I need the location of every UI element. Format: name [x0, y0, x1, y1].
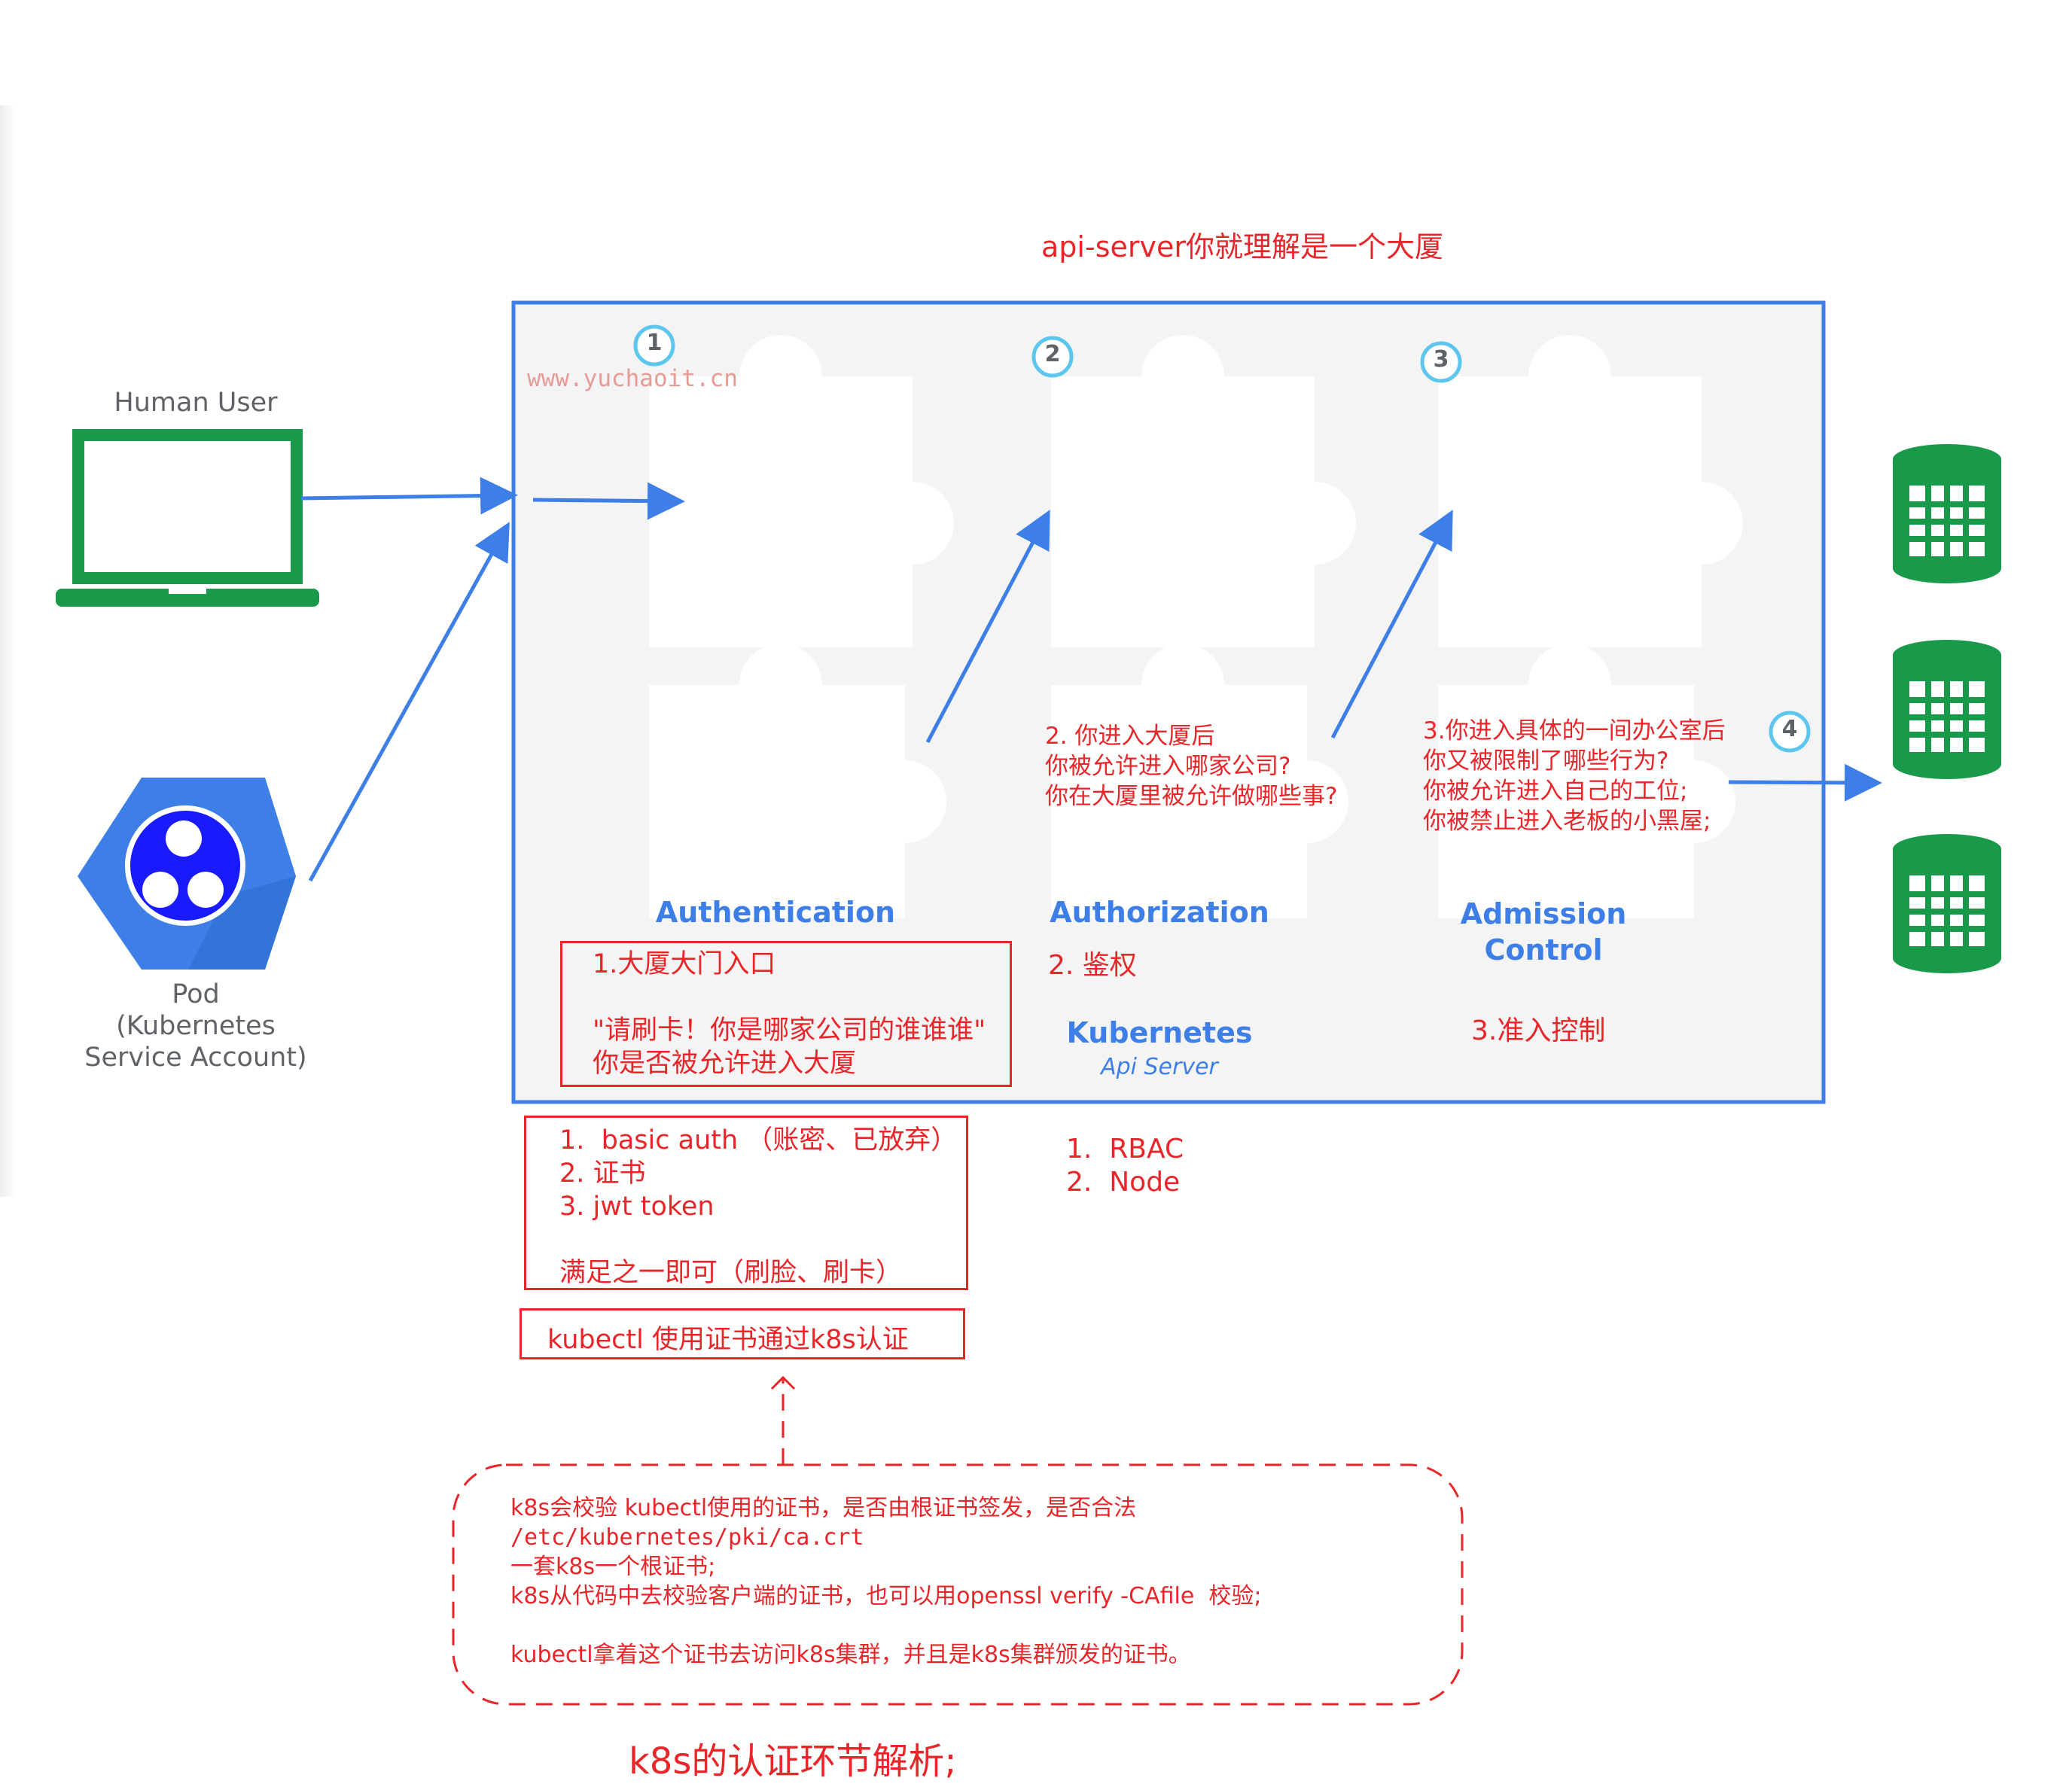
authorization-note-line-3: 你在大厦里被允许做哪些事? [1045, 783, 1338, 810]
arrow-admission-to-storage [1728, 763, 1882, 802]
admission-note-line-1: 3.你进入具体的一间办公室后 [1423, 717, 1726, 744]
authz-method-line-1: 1. RBAC [1066, 1134, 1184, 1164]
admission-note-line-2: 你又被限制了哪些行为? [1423, 747, 1669, 775]
authz-method-line-2: 2. Node [1066, 1167, 1181, 1198]
header-note: api-server你就理解是一个大厦 [1041, 230, 1443, 263]
arrow-entry-to-authentication [532, 482, 685, 520]
step-number-2: 2 [1044, 341, 1061, 367]
kubectl-note-text: kubectl 使用证书通过k8s认证 [547, 1325, 909, 1355]
step-number-1: 1 [646, 330, 663, 356]
footer-title: k8s的认证环节解析; [629, 1740, 957, 1782]
authorization-subtitle: 2. 鉴权 [1048, 950, 1137, 981]
admission-note: 3.你进入具体的一间办公室后 你又被限制了哪些行为? 你被允许进入自己的工位; … [1423, 716, 1726, 836]
admission-subtitle: 3.准入控制 [1471, 1015, 1606, 1046]
watermark: www.yuchaoit.cn [527, 365, 738, 392]
pod-label-line-2: (Kubernetes [116, 1011, 276, 1041]
admission-title-line-1: Admission [1460, 897, 1627, 930]
puzzle-icon-authentication [649, 335, 954, 918]
kubernetes-subtitle: Api Server [1101, 1054, 1218, 1080]
auth-box-line-2 [593, 981, 1010, 1014]
pod-label-line-3: Service Account) [84, 1043, 307, 1073]
step-number-4: 4 [1781, 716, 1798, 742]
admission-note-line-3: 你被允许进入自己的工位; [1423, 778, 1688, 805]
auth-method-line-4 [559, 1223, 966, 1256]
puzzle-icon-authorization [1051, 335, 1356, 918]
authorization-note-line-2: 你被允许进入哪家公司? [1045, 753, 1291, 780]
callout-dashed-border [452, 1463, 1464, 1706]
human-user-label: Human User [114, 388, 278, 418]
auth-method-line-1: 1. basic auth （账密、已放弃） [559, 1125, 958, 1155]
auth-box-line-3: "请刷卡！你是哪家公司的谁谁谁" [593, 1015, 986, 1046]
kubectl-note-box: kubectl 使用证书通过k8s认证 [520, 1308, 965, 1359]
pod-label-line-1: Pod [172, 979, 220, 1009]
authorization-note: 2. 你进入大厦后 你被允许进入哪家公司? 你在大厦里被允许做哪些事? [1045, 721, 1337, 811]
laptop-icon [56, 429, 319, 607]
authentication-note-box: 1.大厦大门入口 "请刷卡！你是哪家公司的谁谁谁" 你是否被允许进入大厦 [560, 941, 1012, 1087]
admission-note-line-4: 你被禁止进入老板的小黑屋; [1423, 808, 1711, 835]
auth-method-line-5: 满足之一即可（刷脸、刷卡） [559, 1258, 903, 1288]
arrow-authentication-to-authorization [925, 510, 1050, 744]
authorization-note-line-1: 2. 你进入大厦后 [1045, 723, 1215, 750]
authz-methods: 1. RBAC 2. Node [1066, 1133, 1184, 1199]
arrow-pod-to-api [308, 522, 510, 882]
authentication-title: Authentication [655, 896, 896, 929]
pod-icon [78, 778, 296, 970]
auth-method-line-3: 3. jwt token [559, 1192, 715, 1222]
step-circle-1 [633, 324, 675, 367]
authorization-title: Authorization [1050, 896, 1269, 929]
left-edge-shadow [0, 105, 17, 1197]
auth-box-line-1: 1.大厦大门入口 [593, 949, 776, 979]
step-circle-4 [1769, 711, 1811, 753]
arrow-user-to-api [300, 476, 518, 515]
step-circle-3 [1420, 341, 1462, 383]
callout-line-6: kubectl拿着这个证书去访问k8s集群，并且是k8s集群颁发的证书。 [510, 1642, 1191, 1668]
callout-text: k8s会校验 kubectl使用的证书，是否由根证书签发，是否合法 /etc/k… [510, 1493, 1261, 1670]
pod-label: Pod (Kubernetes Service Account) [60, 979, 331, 1073]
callout-line-5 [510, 1611, 1261, 1640]
auth-method-line-2: 2. 证书 [559, 1158, 646, 1189]
step-circle-2 [1031, 336, 1074, 378]
kubernetes-title: Kubernetes [1066, 1016, 1253, 1049]
callout-line-2: /etc/kubernetes/pki/ca.crt [510, 1524, 864, 1551]
admission-title-line-2: Control [1484, 933, 1603, 967]
step-number-3: 3 [1433, 346, 1449, 373]
callout-line-3: 一套k8s一个根证书; [510, 1554, 716, 1580]
auth-box-line-4: 你是否被允许进入大厦 [593, 1049, 857, 1079]
callout-line-4: k8s从代码中去校验客户端的证书，也可以用openssl verify -CAf… [510, 1583, 1262, 1609]
auth-methods-box: 1. basic auth （账密、已放弃） 2. 证书 3. jwt toke… [524, 1116, 968, 1290]
admission-title: Admission Control [1400, 896, 1687, 968]
arrow-authorization-to-admission [1330, 510, 1453, 739]
callout-line-1: k8s会校验 kubectl使用的证书，是否由根证书签发，是否合法 [510, 1495, 1137, 1521]
database-icon [1893, 444, 2001, 973]
